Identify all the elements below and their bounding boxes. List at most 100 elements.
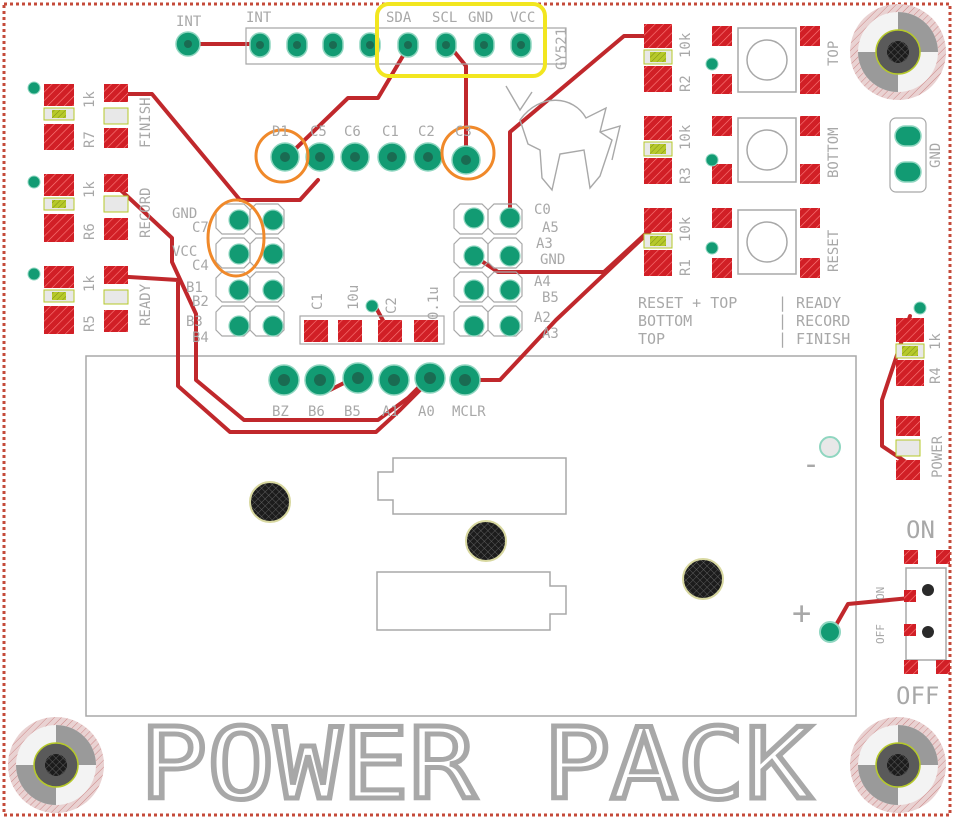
label-c1: C1 (382, 124, 399, 140)
label-a5: A5 (542, 220, 559, 236)
led-resistor-left (27, 81, 129, 334)
highlight-d1 (254, 128, 310, 184)
label-ready: READY (138, 283, 154, 326)
label-mclr: MCLR (452, 404, 486, 420)
label-r2: R2 (678, 75, 694, 92)
label-bottom-button: BOTTOM (826, 127, 842, 178)
label-bz: BZ (272, 404, 289, 420)
power-switch (904, 550, 950, 674)
label-int-2: INT (246, 10, 272, 26)
battery-plus-via (819, 621, 841, 643)
label-b6: B6 (308, 404, 325, 420)
header-right-2x4 (453, 203, 523, 337)
trace-record (110, 180, 432, 422)
label-record: RECORD (138, 187, 154, 238)
label-r3: R3 (678, 167, 694, 184)
label-gy521: GY521 (554, 28, 570, 70)
label-power: POWER (930, 435, 946, 478)
label-switch-off: OFF (874, 624, 887, 644)
label-a3: A3 (536, 236, 553, 252)
legend-state-2: | RECORD (778, 312, 850, 330)
label-gnd-side: GND (928, 143, 944, 168)
label-gnd-right: GND (540, 252, 565, 268)
label-a2: A2 (534, 310, 551, 326)
legend-state-1: | READY (778, 294, 841, 312)
header-bottom-row (268, 362, 481, 396)
label-minus: - (802, 447, 820, 482)
label-reset-button: RESET (826, 229, 842, 272)
label-c3: C3 (455, 124, 472, 140)
label-vcc-top: VCC (510, 10, 535, 26)
label-a3b: A3 (542, 326, 559, 342)
label-cap-10u: 10u (346, 285, 362, 310)
cell-outline-1 (377, 457, 567, 515)
label-gnd-left: GND (172, 206, 197, 222)
header-gy521 (175, 27, 567, 65)
label-r7: R7 (82, 131, 98, 148)
highlight-i2c-pins (375, 2, 547, 78)
label-c2: C2 (418, 124, 435, 140)
label-r1: R1 (678, 259, 694, 276)
label-r7-value: 1k (82, 91, 98, 108)
label-off: OFF (896, 682, 939, 710)
label-on: ON (906, 516, 935, 544)
mounting-holes (8, 4, 946, 813)
label-a4: A4 (534, 274, 551, 290)
label-finish: FINISH (138, 97, 154, 148)
cell-outline-2 (376, 571, 567, 631)
label-b1: B1 (186, 280, 203, 296)
trace-battery-plus (830, 596, 912, 634)
legend-combo-1: RESET + TOP (638, 294, 737, 312)
header-left-2x4 (215, 203, 285, 337)
label-b5-right: B5 (542, 290, 559, 306)
board-title: POWER PACK (140, 708, 812, 819)
legend-state-3: | FINISH (778, 330, 850, 348)
battery-minus-via (819, 436, 841, 458)
legend-combo-3: TOP (638, 330, 665, 348)
label-cap-01u: 0.1u (426, 286, 442, 320)
label-r6: R6 (82, 223, 98, 240)
label-r1-value: 10k (678, 216, 694, 242)
mount-hole-top-right (850, 4, 946, 100)
label-r4-value: 1k (928, 333, 944, 350)
trace-top (508, 34, 656, 218)
label-r6-value: 1k (82, 181, 98, 198)
label-r4: R4 (928, 367, 944, 384)
label-c5: C5 (310, 124, 327, 140)
label-cap-c1: C1 (310, 293, 326, 310)
legend: RESET + TOP | READY BOTTOM | RECORD TOP … (638, 294, 850, 348)
label-b5: B5 (344, 404, 361, 420)
silkscreen-labels: INT INT SDA SCL GND VCC GY521 D1 C5 C6 C… (82, 10, 946, 644)
battery-outline (85, 355, 857, 717)
power-led (895, 301, 927, 480)
mount-hole-bottom-right (850, 717, 946, 813)
battery-contacts (249, 481, 724, 600)
label-scl: SCL (432, 10, 457, 26)
legend-combo-2: BOTTOM (638, 312, 692, 330)
label-c0: C0 (534, 202, 551, 218)
label-top-button: TOP (826, 41, 842, 66)
label-sda: SDA (386, 10, 412, 26)
label-r3-value: 10k (678, 124, 694, 150)
trace-sda (285, 42, 412, 159)
label-b4: B4 (192, 330, 209, 346)
buttons-right (643, 24, 820, 278)
label-a0: A0 (418, 404, 435, 420)
label-vcc-left: VCC (172, 244, 197, 260)
highlight-c3 (440, 125, 496, 181)
mount-hole-bottom-left (8, 717, 104, 813)
highlight-power-pins (206, 198, 266, 278)
donkey-logo (505, 85, 621, 192)
label-r2-value: 10k (678, 32, 694, 58)
trace-scl (446, 42, 468, 162)
label-r5: R5 (82, 315, 98, 332)
label-c7: C7 (192, 220, 209, 236)
label-switch-on: ON (874, 587, 887, 600)
label-cap-c2: C2 (384, 297, 400, 314)
label-r5-value: 1k (82, 275, 98, 292)
label-b2: B2 (192, 294, 209, 310)
label-d1: D1 (272, 124, 289, 140)
label-int-1: INT (176, 14, 202, 30)
label-plus: + (792, 594, 811, 632)
